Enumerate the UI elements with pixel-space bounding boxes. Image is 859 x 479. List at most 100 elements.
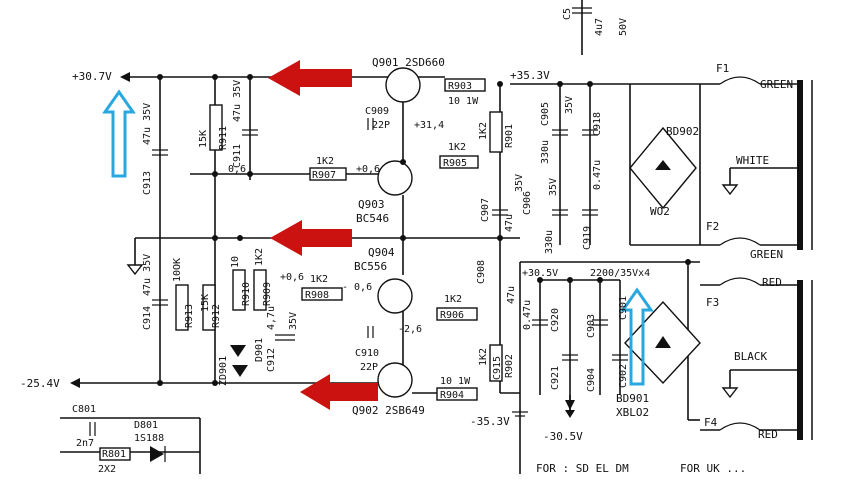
label-c913-b: 47u 35V [142,103,153,145]
label-c912-a: C912 [266,348,277,372]
label-r912: R912 [211,304,222,328]
label-f2: F2 [706,220,719,233]
label-q904-b: BC556 [354,260,387,273]
label-c905-b: 330u [540,140,551,164]
label-neg-out: -25.4V [20,377,60,390]
label-c912-b: 4,7u [266,306,277,330]
label-zd901: ZD901 [218,356,229,386]
label-f1: F1 [716,62,729,75]
label-c801-a: C801 [72,404,96,415]
label-q901: Q901 2SD660 [372,56,445,69]
label-c918-b: 0.47u [592,160,603,190]
capacitor-plates [89,7,628,436]
label-r907: R907 [312,170,336,181]
label-c902: C902 [618,364,629,388]
label-r902-val: 1K2 [478,348,489,366]
label-r909: R909 [262,282,273,306]
label-r901: R901 [504,124,515,148]
label-r901-val: 1K2 [478,122,489,140]
label-q903-a: Q903 [358,198,385,211]
blue-arrow-right [620,287,654,386]
label-c911-b: 47u 35V [232,80,243,122]
label-c906-c: 35V [548,178,559,196]
label-v26: -2,6 [398,324,422,335]
label-black: BLACK [734,350,767,363]
label-top-cap-b: 4u7 [594,18,605,36]
resistor-bodies [99,78,503,461]
diode-symbols [150,345,248,462]
label-v06c: +0,6 [280,272,304,283]
label-v06d: - 0,6 [342,282,372,293]
label-c914-a: C914 [142,306,153,330]
label-c905-a: C905 [540,102,551,126]
label-bd901-a: BD901 [616,392,649,405]
label-c908-b: 47u [506,286,517,304]
label-bd902: BD902 [666,125,699,138]
label-v06b: 0,6 [228,164,246,175]
blue-arrow-left [102,89,136,178]
label-c903: C903 [586,314,597,338]
label-c909-a: C909 [365,106,389,117]
label-pos-in: +35.3V [510,69,550,82]
label-c914-b: 47u 35V [142,254,153,296]
label-wo2: WO2 [650,205,670,218]
label-r904-val: 10 1W [440,376,471,387]
label-r903-val: 10 1W [448,96,479,107]
label-r801-val: 2X2 [98,464,116,474]
label-cap-bank: 2200/35Vx4 [590,268,650,279]
footer-left: FOR : SD EL DM [536,462,629,474]
label-r909-val: 1K2 [254,248,265,266]
label-c920: C920 [550,308,561,332]
label-d801-b: 1S188 [134,433,164,444]
label-green-bottom: GREEN [750,248,783,261]
label-mid-pos: +30.5V [522,268,558,279]
red-arrow-bottom [300,374,378,410]
label-v314: +31,4 [414,120,444,131]
red-arrow-top [268,60,352,96]
label-top-cap-a: C5 [562,8,573,20]
transformer-core [797,80,813,440]
label-r910-val: 10 [230,256,241,268]
junction-dots [157,74,691,386]
label-f3: F3 [706,296,719,309]
labels: +30.7V -25.4V +35.3V -35.3V -30.5V +30.5… [20,8,793,475]
bridge-bd901 [624,300,701,385]
wires [60,0,800,474]
label-c912-c: 35V [288,312,299,330]
label-c906-a: C906 [522,191,533,215]
label-c913-a: C913 [142,171,153,195]
label-r905-val: 1K2 [448,142,466,153]
label-c915-b: 0.47u [522,300,533,330]
highlight-arrows [102,60,654,410]
label-q902: Q902 2SB649 [352,404,425,417]
bridge-bd902 [629,126,697,210]
fuse-symbols [719,76,761,431]
label-d901: D901 [254,338,265,362]
label-r911-val: 15K [198,130,209,148]
label-r801: R801 [102,449,126,460]
label-pos-out: +30.7V [72,70,112,83]
transistor-bodies [377,67,421,398]
label-r913-val: 10OK [172,258,183,282]
ground-symbols [126,184,739,418]
label-c901: C901 [618,296,629,320]
label-white: WHITE [736,154,769,167]
label-c918-a: C918 [592,112,603,136]
label-q903-b: BC546 [356,212,389,225]
label-r904: R904 [440,390,464,401]
label-r905: R905 [443,158,467,169]
label-c915-a: C915 [492,356,503,380]
label-c911-a: C911 [232,144,243,168]
label-neg-in: -35.3V [470,415,510,428]
label-r906-val: 1K2 [444,294,462,305]
label-r912-val: 15K [200,294,211,312]
label-c909-b: 22P [372,120,390,131]
label-neg-reg: -30.5V [543,430,583,443]
label-r906: R906 [440,310,464,321]
footer-right: FOR UK ... [680,462,746,474]
label-r907-val: 1K2 [316,156,334,167]
label-c908-a: C908 [476,260,487,284]
label-c907-b: 47u [504,214,515,232]
label-r908-val: 1K2 [310,274,328,285]
label-r911: R911 [218,126,229,150]
